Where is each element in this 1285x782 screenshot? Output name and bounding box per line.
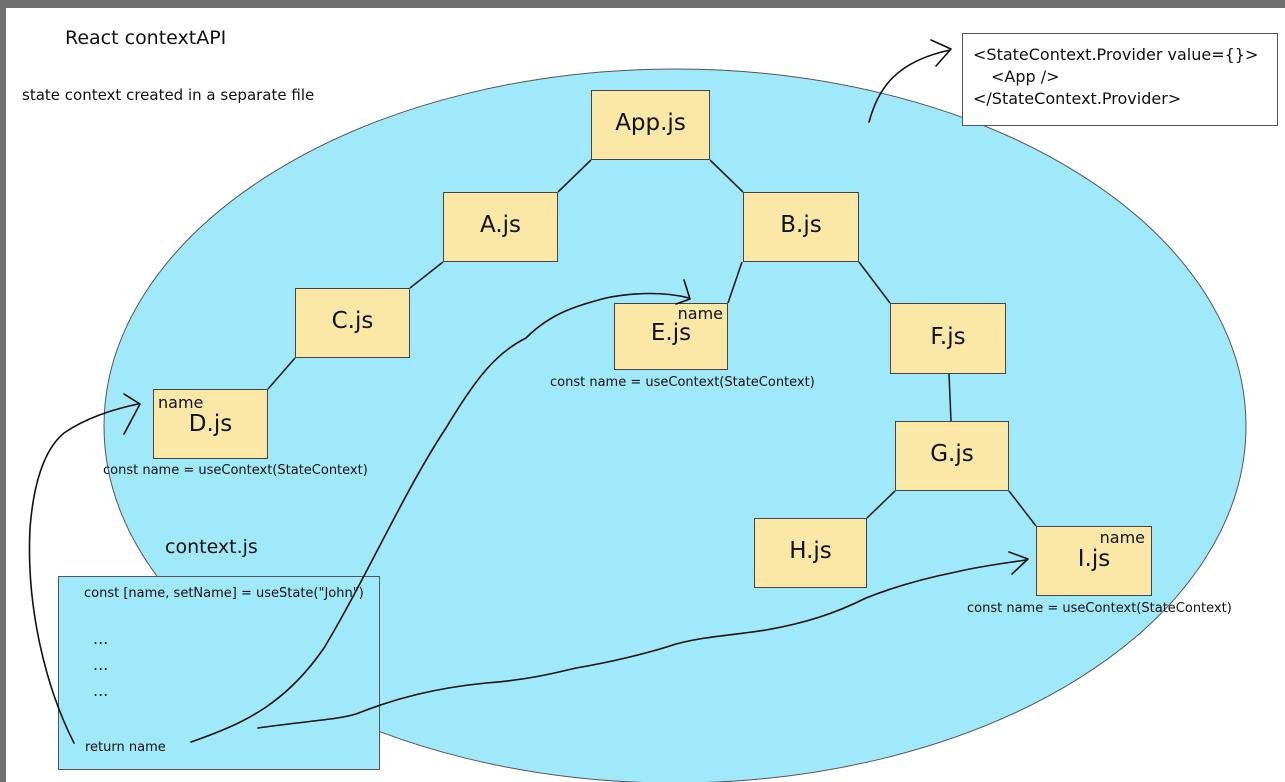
node-h: H.js xyxy=(754,518,867,588)
node-h-label: H.js xyxy=(789,538,832,564)
context-ellipsis-2: ... xyxy=(93,655,109,674)
tree-edges xyxy=(267,159,1037,527)
context-file-box: const [name, setName] = useState("John")… xyxy=(58,576,380,770)
node-d: name D.js xyxy=(153,389,268,459)
edge-f-g xyxy=(948,373,952,422)
node-g: G.js xyxy=(895,421,1009,491)
arrow-return-to-e-head xyxy=(675,279,691,305)
node-e-name-tag: name xyxy=(677,304,723,323)
diagram-canvas: React contextAPI state context created i… xyxy=(6,8,1285,782)
node-app-label: App.js xyxy=(615,110,686,136)
node-app: App.js xyxy=(591,90,710,160)
edge-app-a xyxy=(557,159,592,193)
node-e: name E.js xyxy=(614,303,728,370)
node-d-name-tag: name xyxy=(158,393,204,412)
node-f: F.js xyxy=(890,303,1006,374)
edge-app-b xyxy=(709,159,744,193)
node-i: name I.js xyxy=(1036,526,1152,596)
arrow-return-to-i xyxy=(257,559,1027,729)
node-c: C.js xyxy=(295,288,410,358)
arrow-return-to-e xyxy=(190,292,690,743)
edge-c-d xyxy=(267,357,296,390)
edge-g-h xyxy=(866,490,896,519)
context-ellipsis-3: ... xyxy=(93,681,109,700)
provider-scope-ellipse xyxy=(103,68,1247,782)
context-return-line: return name xyxy=(85,740,166,755)
context-state-line: const [name, setName] = useState("John") xyxy=(84,586,364,601)
node-a: A.js xyxy=(443,192,558,262)
node-c-label: C.js xyxy=(331,308,374,334)
arrow-provider-to-app xyxy=(868,49,951,123)
context-file-title: context.js xyxy=(165,536,258,558)
edge-b-f xyxy=(858,261,891,304)
arrow-provider-to-app-head xyxy=(930,39,952,67)
node-d-label: D.js xyxy=(188,411,233,437)
arrow-return-to-i-head xyxy=(1008,551,1029,575)
hand-drawn-arrows xyxy=(28,39,1029,744)
background-layer xyxy=(103,68,1247,782)
diagram-title: React contextAPI xyxy=(65,27,227,49)
node-g-label: G.js xyxy=(930,441,974,467)
edge-b-e xyxy=(727,261,743,304)
node-e-label: E.js xyxy=(650,320,692,346)
arrow-return-to-d-head xyxy=(123,393,141,435)
node-a-label: A.js xyxy=(479,212,521,238)
i-use-context-code: const name = useContext(StateContext) xyxy=(967,601,1232,616)
e-use-context-code: const name = useContext(StateContext) xyxy=(550,375,815,390)
edge-a-c xyxy=(409,261,444,289)
node-b: B.js xyxy=(743,192,859,262)
diagram-subtitle: state context created in a separate file xyxy=(22,86,315,104)
context-ellipsis-1: ... xyxy=(93,629,109,648)
provider-close-line: </StateContext.Provider> xyxy=(973,89,1182,108)
arrow-return-to-d xyxy=(28,403,139,744)
node-i-label: I.js xyxy=(1077,546,1111,572)
provider-app-line: <App /> xyxy=(991,67,1060,86)
node-i-name-tag: name xyxy=(1099,528,1145,547)
node-f-label: F.js xyxy=(930,324,966,350)
d-use-context-code: const name = useContext(StateContext) xyxy=(103,463,368,478)
node-b-label: B.js xyxy=(780,212,822,238)
provider-code-box: <StateContext.Provider value={}> <App />… xyxy=(962,33,1278,126)
provider-open-line: <StateContext.Provider value={}> xyxy=(973,45,1259,64)
edge-g-i xyxy=(1008,490,1037,527)
